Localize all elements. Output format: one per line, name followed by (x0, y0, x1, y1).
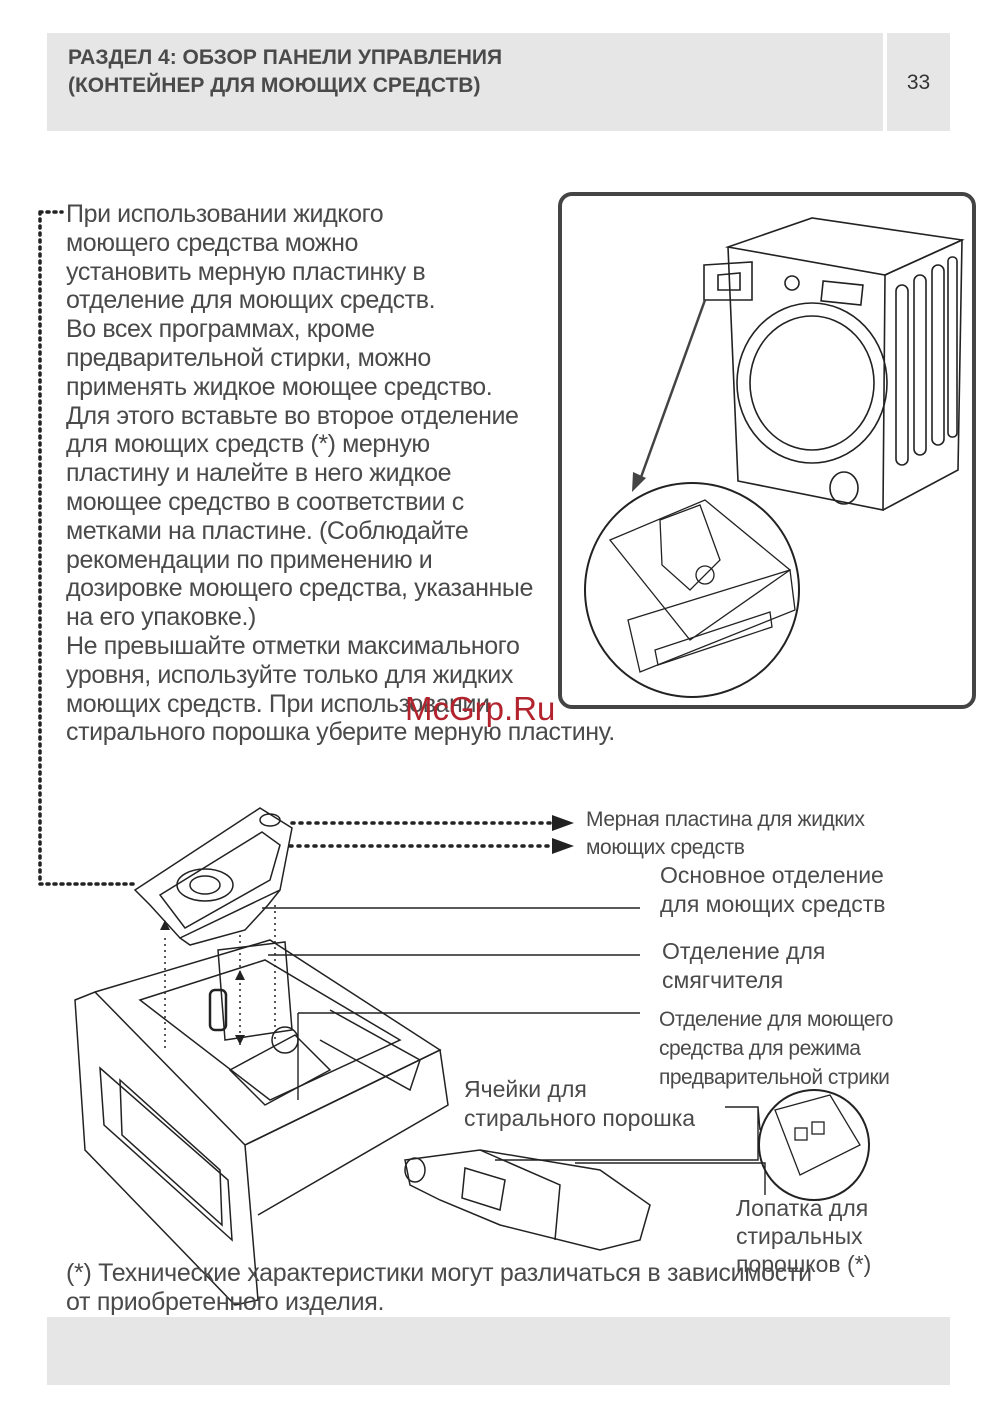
label-prewash: Отделение для моющего средства для режим… (659, 1005, 893, 1092)
body-line: моющего средства можно (66, 228, 359, 257)
body-line: Во всех программах, кроме (66, 315, 375, 344)
body-line: рекомендации по применению и (66, 545, 433, 574)
label-line: Отделение для моющего (659, 1008, 893, 1031)
section-title: РАЗДЕЛ 4: ОБЗОР ПАНЕЛИ УПРАВЛЕНИЯ (КОНТЕ… (68, 44, 502, 100)
label-line: стиральных (736, 1223, 863, 1249)
footnote-line2: от приобретенного изделия. (66, 1288, 385, 1316)
body-line: уровня, используйте только для жидких (66, 660, 513, 689)
body-line: применять жидкое моющее средство. (66, 372, 493, 401)
label-line: предварительной стрики (659, 1066, 890, 1089)
washing-machine-drawing (703, 217, 965, 511)
magnified-drawer (608, 499, 796, 673)
label-line: Отделение для (662, 938, 826, 964)
label-main-compartment: Основное отделение для моющих средств (660, 861, 885, 919)
label-line: средства для режима (659, 1037, 861, 1060)
body-line: моющих средств. При использовании (66, 689, 490, 718)
label-scoop: Лопатка для стиральных порошков (*) (736, 1194, 871, 1278)
label-line: порошков (*) (736, 1251, 872, 1277)
detergent-drawer-drawing (74, 939, 449, 1306)
label-line: стирального порошка (464, 1105, 696, 1131)
leader-prewash (297, 1012, 640, 1100)
body-line: дозировке моющего средства, указанные (66, 574, 533, 603)
label-line: Ячейки для (464, 1076, 587, 1102)
label-softener: Отделение для смягчителя (662, 937, 825, 995)
body-line: метками на пластине. (Соблюдайте (66, 516, 469, 545)
label-measuring-plate: Мерная пластина для жидких моющих средст… (586, 806, 865, 862)
page-number-box (887, 33, 950, 131)
inset-frame (558, 192, 976, 709)
body-line: на его упаковке.) (66, 603, 256, 632)
footnote-line1: (*) Технические характеристики могут раз… (66, 1259, 812, 1287)
body-line: Не превышайте отметки максимального (66, 631, 520, 660)
label-line: для моющих средств (660, 891, 886, 917)
leader-cells (495, 1106, 761, 1161)
body-line: стирального порошка уберите мерную пласт… (66, 718, 615, 747)
measuring-plate-drawing (133, 807, 293, 946)
label-line: Лопатка для (736, 1195, 869, 1221)
watermark: McGrp.Ru (405, 690, 556, 727)
label-line: смягчителя (662, 967, 784, 993)
label-powder-cells: Ячейки для стирального порошка (464, 1075, 695, 1133)
body-line: При использовании жидкого (66, 200, 384, 228)
powder-cells-magnifier (758, 1089, 870, 1201)
instruction-text: При использовании жидкого моющего средст… (66, 200, 666, 747)
section-title-line1: РАЗДЕЛ 4: ОБЗОР ПАНЕЛИ УПРАВЛЕНИЯ (68, 46, 503, 69)
footer-bar (47, 1317, 950, 1385)
body-line: предварительной стирки, можно (66, 343, 431, 372)
body-line: отделение для моющих средств. (66, 286, 436, 315)
leader-scoop (575, 1162, 766, 1195)
section-title-line2: (КОНТЕЙНЕР ДЛЯ МОЮЩИХ СРЕДСТВ) (68, 74, 481, 97)
label-line: Основное отделение (660, 862, 884, 888)
label-line: Мерная пластина для жидких (586, 808, 865, 831)
body-line: Для этого вставьте во второе отделение (66, 401, 519, 430)
dotted-guide-line (38, 210, 137, 886)
header-bar (47, 33, 883, 131)
body-line: установить мерную пластинку в (66, 257, 426, 286)
body-line: для моющих средств (*) мерную (66, 430, 430, 459)
body-line: пластину и налейте в него жидкое (66, 459, 452, 488)
label-line: моющих средств (586, 836, 745, 859)
magnifier-circle (584, 482, 800, 698)
page-number: 33 (906, 71, 931, 94)
scoop-drawing (404, 1149, 651, 1251)
body-line: моющее средство в соответствии с (66, 487, 464, 516)
footnote: (*) Технические характеристики могут раз… (66, 1259, 946, 1317)
